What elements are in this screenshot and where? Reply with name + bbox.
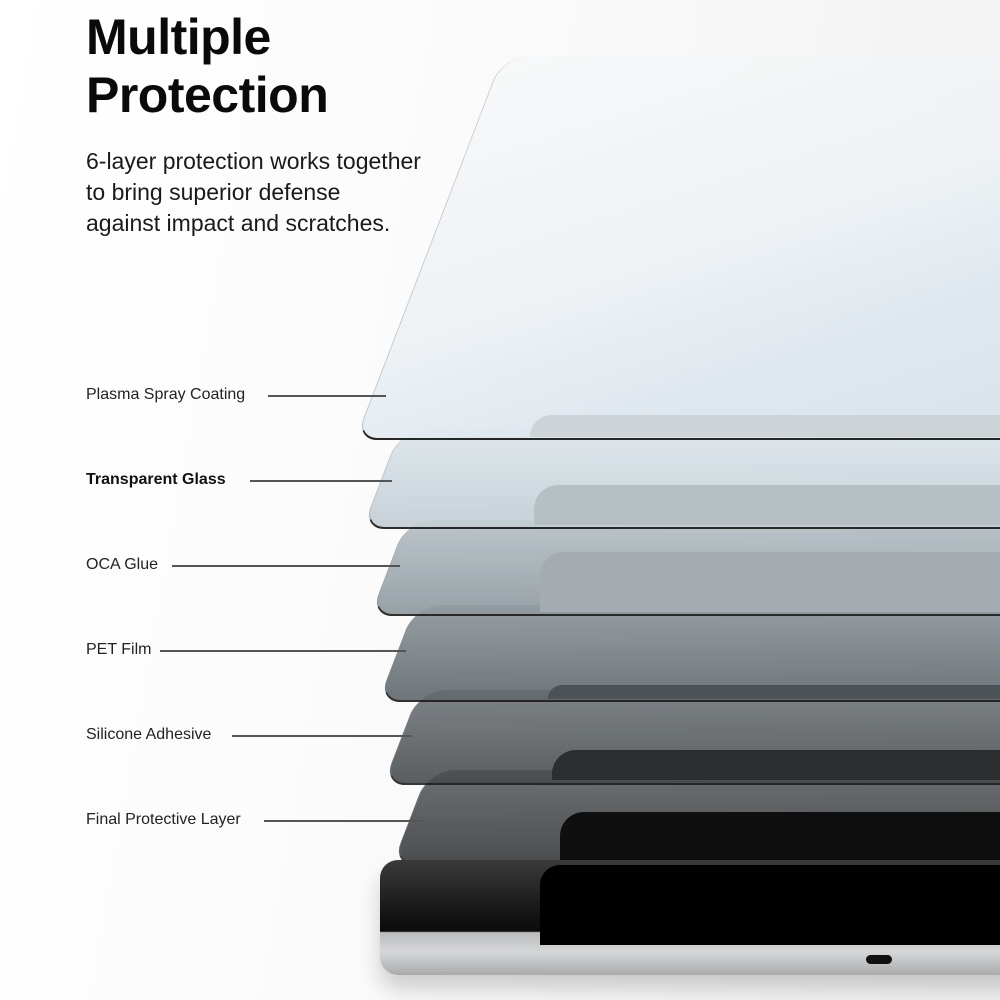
leader-line <box>172 565 400 567</box>
subtitle-line-2: to bring superior defense <box>86 179 341 205</box>
leader-line <box>268 395 386 397</box>
layer-label-oca-glue: OCA Glue <box>86 556 159 573</box>
charging-port <box>866 955 892 964</box>
layer-dark-inner-5 <box>552 750 1000 780</box>
title-line-2: Protection <box>86 67 329 123</box>
leader-line <box>232 735 412 737</box>
title-line-1: Multiple <box>86 9 271 65</box>
layer-label-final-protective-layer: Final Protective Layer <box>86 811 241 828</box>
leader-line <box>264 820 424 822</box>
subtitle: 6-layer protection works together to bri… <box>86 146 421 239</box>
layer-inner-1 <box>530 415 1000 437</box>
layer-label-plasma-spray-coating: Plasma Spray Coating <box>86 386 246 403</box>
tablet-screen <box>540 865 1000 945</box>
layer-label-silicone-adhesive: Silicone Adhesive <box>86 726 212 743</box>
leader-line <box>250 480 392 482</box>
layer-dark-inner-6 <box>560 812 1000 860</box>
page-title: Multiple Protection <box>86 8 329 124</box>
subtitle-line-1: 6-layer protection works together <box>86 148 421 174</box>
layer-sheet-plasma-spray <box>355 56 1000 440</box>
layer-inner-2 <box>534 485 1000 525</box>
layer-label-pet-film: PET Film <box>86 641 152 658</box>
leader-line <box>160 650 406 652</box>
layer-inner-4 <box>548 685 1000 699</box>
subtitle-line-3: against impact and scratches. <box>86 210 391 236</box>
layer-inner-3 <box>540 552 1000 612</box>
layer-label-transparent-glass: Transparent Glass <box>86 471 226 488</box>
